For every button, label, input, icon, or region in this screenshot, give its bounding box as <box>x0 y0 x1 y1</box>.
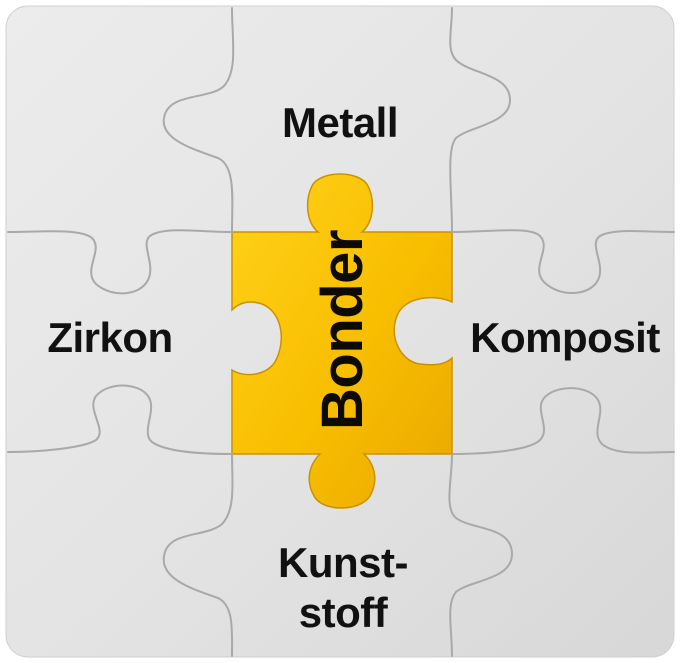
piece-label-left: Zirkon <box>47 314 173 361</box>
piece-label-center: Bonder <box>310 230 375 430</box>
piece-label-bottom-line2: stoff <box>298 588 388 636</box>
piece-label-bottom-line1: Kunst- <box>278 539 408 586</box>
highlight-piece <box>231 173 453 509</box>
piece-label-top: Metall <box>281 99 399 146</box>
piece-label-right: Komposit <box>470 314 660 361</box>
piece-label-bottom: Kunst- stoff <box>243 538 443 637</box>
puzzle-seams <box>7 7 675 657</box>
